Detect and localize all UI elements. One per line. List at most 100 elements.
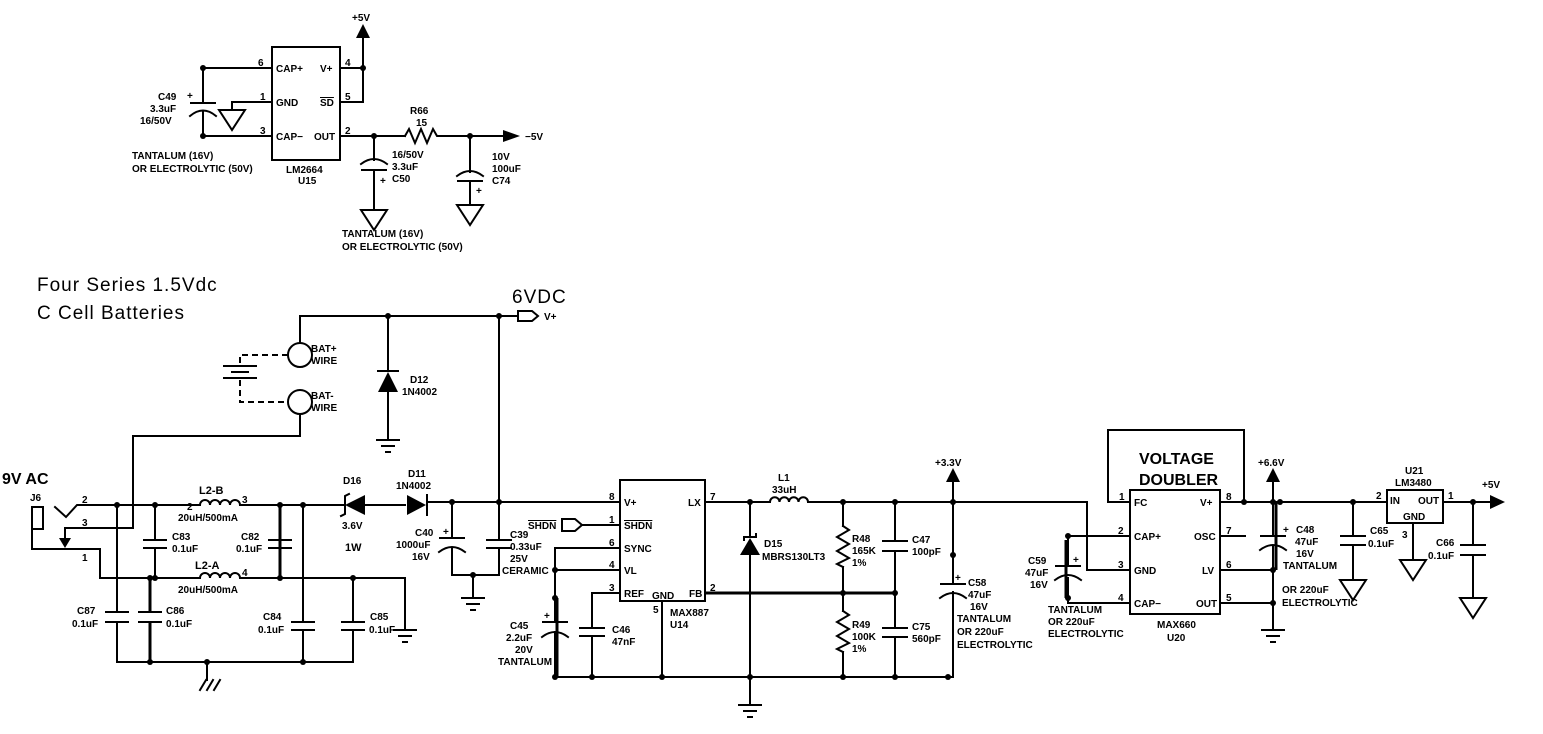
rating: 20V (515, 645, 533, 656)
c50-capacitor: + 16/50V 3.3uF C50 TANTALUM (16V) OR ELE… (342, 150, 463, 253)
pin-label: OUT (1418, 496, 1439, 507)
value: 0.1uF (166, 619, 192, 630)
svg-text:+: + (955, 573, 961, 584)
shdn-port[interactable]: SHDN (528, 518, 621, 532)
value: 3.3uF (150, 104, 176, 115)
ref-designator: R66 (410, 106, 429, 117)
pin-label: V+ (624, 498, 637, 509)
minus5v-arrow: −5V (503, 130, 543, 143)
u15-lm2664: CAP+ GND CAP− V+ SD OUT 6 1 3 4 5 2 LM26… (258, 46, 351, 187)
value: 47uF (1025, 568, 1048, 579)
pin-number: 4 (609, 560, 615, 571)
pin-number: 7 (710, 492, 716, 503)
c46-capacitor: C46 47nF (579, 625, 635, 648)
rating: 16V (1296, 549, 1314, 560)
pin-label: V+ (1200, 498, 1213, 509)
ref-designator: C86 (166, 606, 185, 617)
j6-connector: J6 2 3 1 (30, 493, 406, 631)
pin-number: 6 (609, 538, 615, 549)
terminal-label: WIRE (311, 403, 337, 414)
ground-symbol (392, 629, 418, 643)
u15-body (271, 46, 341, 161)
value: 20uH/500mA (178, 585, 238, 596)
value: 0.33uF (510, 542, 542, 553)
value: 15 (416, 118, 428, 129)
value: 165K (852, 546, 877, 557)
pin-label: V+ (320, 64, 333, 75)
r48-resistor: R48 165K 1% (834, 524, 877, 569)
pin-number: 2 (187, 502, 193, 513)
rating: 10V (492, 152, 510, 163)
type: TANTALUM (1283, 561, 1337, 572)
pin-label: SYNC (624, 544, 652, 555)
net-label: −5V (525, 132, 543, 143)
net-label: +3.3V (935, 458, 962, 469)
ref-designator: L1 (778, 473, 790, 484)
value: 0.1uF (236, 544, 262, 555)
port-label: V+ (544, 312, 557, 323)
pin-label: OUT (314, 132, 335, 143)
svg-text:+: + (1073, 555, 1079, 566)
vplus-port: V+ (517, 310, 557, 323)
u20-max660: FC CAP+ GND CAP− V+ OSC LV OUT 1 2 3 4 8… (1118, 489, 1232, 644)
top-wires (200, 34, 504, 211)
c48-capacitor: + C48 47uF 16V TANTALUM OR 220uF ELECTRO… (1258, 525, 1358, 609)
ground-symbol (1339, 579, 1367, 601)
note: OR ELECTROLYTIC (50V) (342, 242, 463, 253)
rating: 16/50V (392, 150, 424, 161)
pin-label: LV (1202, 566, 1214, 577)
pin-number: 4 (1118, 593, 1124, 604)
plus3v3-rail-arrow: +3.3V (935, 458, 962, 482)
pin-number: 5 (345, 92, 351, 103)
r66-resistor: R66 15 (403, 106, 441, 146)
rating: 16V (412, 552, 430, 563)
pin-number: 8 (1226, 492, 1232, 503)
input-filter-wires (114, 502, 356, 692)
pin-label: FB (689, 589, 702, 600)
c74-capacitor: + 10V 100uF C74 (455, 152, 521, 197)
d16-zener: D16 3.6V 1W (279, 476, 406, 554)
bat-plus-terminal: BAT+ WIRE (287, 342, 337, 368)
ground-symbol (1260, 629, 1286, 643)
battery-title: C Cell Batteries (37, 303, 185, 324)
pin-label: GND (276, 98, 298, 109)
d11-diode: D11 1N4002 (396, 469, 431, 516)
value: 47uF (1295, 537, 1318, 548)
ref-designator: C45 (510, 621, 529, 632)
plus5v-rail-arrow: +5V (352, 13, 370, 38)
ref-designator: C65 (1370, 526, 1389, 537)
battery-title: Four Series 1.5Vdc (37, 275, 218, 296)
d15-schottky: D15 MBRS130LT3 (740, 533, 826, 563)
pin-number: 1 (609, 515, 615, 526)
ldo-wires: C66 0.1uF (1412, 499, 1491, 599)
ref-designator: J6 (30, 493, 42, 504)
svg-text:+: + (380, 176, 386, 187)
part-number: 1N4002 (396, 481, 431, 492)
ground-symbol (218, 109, 246, 131)
value: 100pF (912, 547, 941, 558)
l2b-inductor: L2-B 2 3 20uH/500mA (178, 485, 248, 524)
ref-designator: C40 (415, 528, 434, 539)
pin-label: CAP− (276, 132, 303, 143)
plus6v6-rail-arrow: +6.6V (1258, 458, 1285, 482)
ground-symbol (1399, 559, 1427, 581)
ref-designator: C58 (968, 578, 987, 589)
pin-number: 3 (1402, 530, 1408, 541)
l2a-inductor: L2-A 4 20uH/500mA (178, 560, 248, 596)
note: ELECTROLYTIC (957, 640, 1033, 651)
bat-minus-terminal: BAT- WIRE (287, 389, 337, 415)
pin-label: LX (688, 498, 701, 509)
note: TANTALUM (16V) (132, 151, 213, 162)
pin-label: FC (1134, 498, 1147, 509)
note: ELECTROLYTIC (1282, 598, 1358, 609)
tolerance: 1% (852, 644, 867, 655)
ref-designator: R48 (852, 534, 871, 545)
value: 3.6V (342, 521, 363, 532)
value: 33uH (772, 485, 796, 496)
port-label: SHDN (528, 521, 556, 532)
pin-number: 2 (345, 126, 351, 137)
value: 560pF (912, 634, 941, 645)
pin-number: 4 (242, 568, 248, 579)
ground-symbol (737, 704, 763, 718)
value: 3.3uF (392, 162, 418, 173)
